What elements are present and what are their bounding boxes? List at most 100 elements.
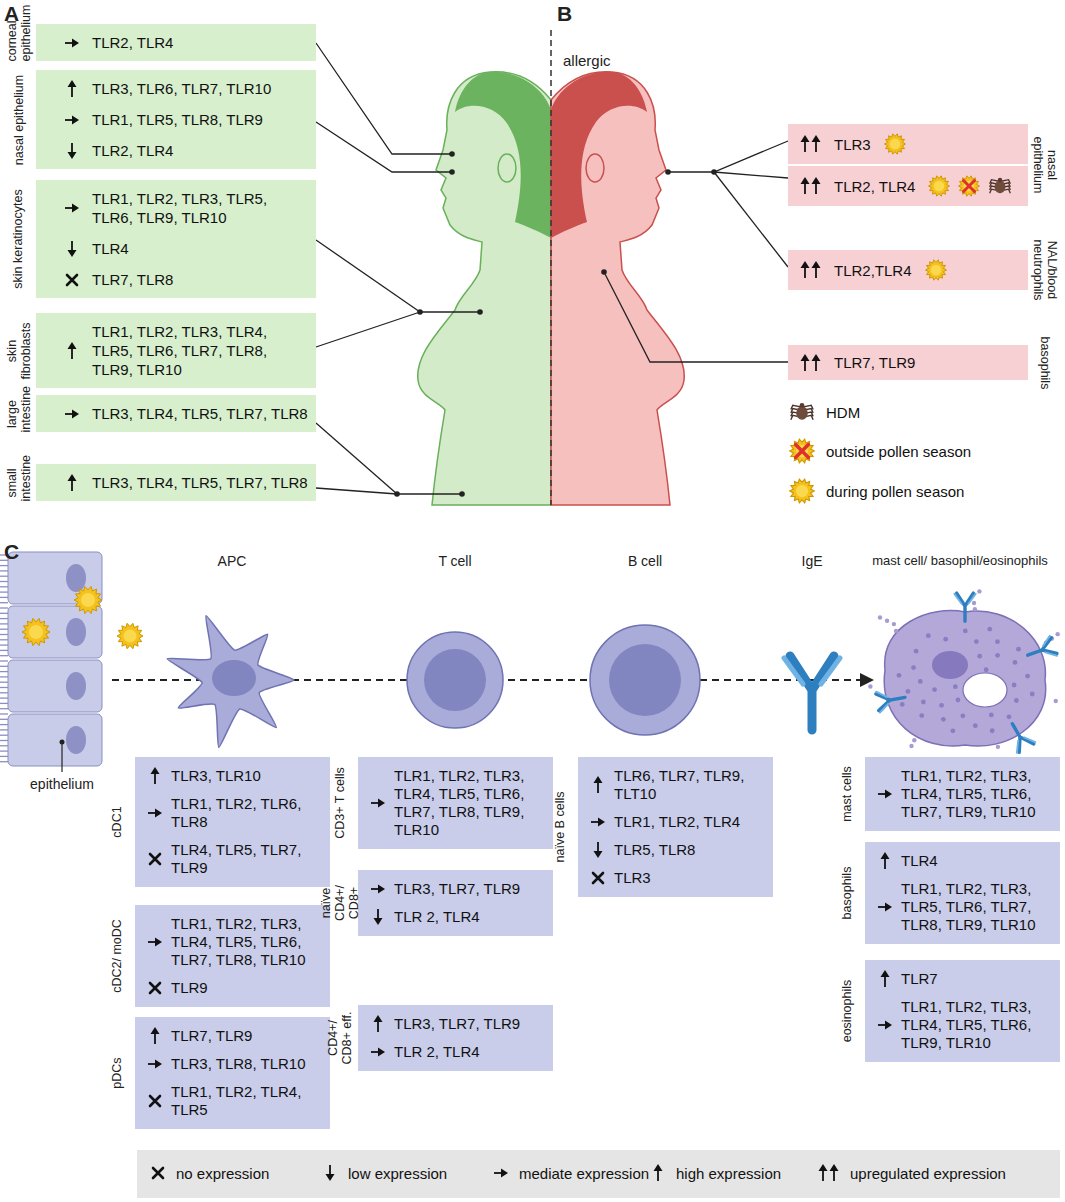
ige-antibody (784, 656, 840, 730)
expression-symbol (150, 1164, 166, 1182)
expression-box: NAL/blood neutrophilsTLR2,TLR4 (788, 250, 1028, 290)
expression-row: TLR9 (135, 974, 330, 1002)
expression-symbol (64, 142, 80, 160)
pollen-grains (22, 586, 143, 648)
b-cell (590, 625, 700, 735)
legend-item: no expression (150, 1164, 269, 1182)
expression-symbol (147, 850, 163, 868)
expression-row: TLR 2, TLR4 (358, 1038, 553, 1066)
expression-row: TLR3 (788, 124, 1028, 164)
legend-text: during pollen season (826, 483, 964, 500)
tissue-label: eosinophils (840, 960, 854, 1062)
tlr-list: TLR1, TLR2, TLR3, TLR5, TLR6, TLR9, TLR1… (92, 189, 310, 227)
tissue-label: mast cells (840, 757, 854, 831)
tlr-list: TLR7, TLR8 (92, 270, 173, 289)
expression-box: nasal epitheliumTLR3, TLR6, TLR7, TLR10T… (36, 70, 316, 169)
expression-symbol (64, 405, 80, 423)
expression-row: TLR7, TLR9 (135, 1022, 330, 1050)
allergen-icon (788, 477, 816, 505)
tlr-list: TLR3 (834, 135, 871, 154)
legend-item: upregulated expression (818, 1164, 1006, 1182)
allergen-icon (788, 437, 816, 465)
expression-row: TLR 2, TLR4 (358, 903, 553, 931)
expression-symbol (64, 240, 80, 258)
expression-symbol (877, 852, 893, 870)
expression-row: TLR3, TLR7, TLR9 (358, 875, 553, 903)
legend-text: low expression (348, 1165, 447, 1182)
expression-symbol (590, 776, 606, 794)
tlr-list: TLR2,TLR4 (834, 261, 912, 280)
tissue-label: pDCs (110, 1017, 124, 1129)
expression-symbol (64, 271, 80, 289)
expression-row: TLR1, TLR2, TLR3, TLR4, TLR5, TLR6, TLR7… (135, 910, 330, 974)
allergic-silhouette (551, 72, 684, 505)
cell-label: allergic (563, 52, 611, 69)
tissue-label: skin keratinocytes (11, 180, 25, 298)
expression-row: TLR1, TLR2, TLR3, TLR4, TLR5, TLR6, TLR9… (865, 993, 1060, 1057)
tissue-label: naïve B cells (553, 757, 567, 897)
expression-row: TLR1, TLR2, TLR3, TLR4, TLR5, TLR6, TLR7… (36, 316, 316, 385)
expression-row: TLR2, TLR4 (36, 27, 316, 58)
expression-row: TLR3, TLR4, TLR5, TLR7, TLR8 (36, 398, 316, 429)
tlr-list: TLR7 (901, 970, 938, 988)
legend-text: no expression (176, 1165, 269, 1182)
allergen-icon (788, 398, 816, 426)
legend-item: HDM (788, 398, 860, 426)
legend-item: outside pollen season (788, 437, 971, 465)
expression-box: small intestineTLR3, TLR4, TLR5, TLR7, T… (36, 464, 316, 501)
allergen-icon (883, 132, 907, 156)
expression-row: TLR1, TLR2, TLR3, TLR4, TLR5, TLR6, TLR7… (358, 762, 553, 844)
expression-box: cDC1TLR3, TLR10TLR1, TLR2, TLR6, TLR8TLR… (135, 757, 330, 887)
expression-symbol (877, 1016, 893, 1034)
legend-text: mediate expression (519, 1165, 649, 1182)
tissue-label: NAL/blood neutrophils (1031, 228, 1059, 312)
expression-row: TLR3, TLR7, TLR9 (358, 1010, 553, 1038)
legend-text: high expression (676, 1165, 781, 1182)
tlr-list: TLR1, TLR2, TLR3, TLR4, TLR5, TLR6, TLR7… (92, 322, 310, 379)
expression-row: TLR2,TLR4 (788, 250, 1028, 290)
tissue-label: CD4+/ CD8+ eff. (326, 1005, 354, 1071)
cell-label: mast cell/ basophil/eosinophils (872, 553, 1048, 568)
expression-row: TLR7, TLR9 (788, 345, 1028, 380)
expression-symbol (147, 933, 163, 951)
panel-letter: C (4, 540, 19, 564)
expression-box: nasal epitheliumTLR3TLR2, TLR4 (788, 124, 1028, 206)
legend-text: upregulated expression (850, 1165, 1006, 1182)
legend-item: high expression (650, 1164, 781, 1182)
cell-label: B cell (628, 553, 662, 569)
expression-box: basophilsTLR7, TLR9 (788, 345, 1028, 380)
expression-row: TLR6, TLR7, TLR9, TLT10 (578, 762, 773, 808)
tissue-label: basophils (840, 842, 854, 944)
allergen-icon (924, 258, 948, 282)
expression-row: TLR4 (36, 233, 316, 264)
expression-symbol (147, 804, 163, 822)
expression-box: pDCsTLR7, TLR9TLR3, TLR8, TLR10TLR1, TLR… (135, 1017, 330, 1129)
tlr-list: TLR9 (171, 979, 208, 997)
cell-label: epithelium (30, 776, 94, 792)
expression-row: TLR1, TLR2, TLR3, TLR5, TLR6, TLR9, TLR1… (36, 183, 316, 233)
divider (550, 30, 552, 505)
expression-row: TLR1, TLR5, TLR8, TLR9 (36, 104, 316, 135)
expression-symbol (147, 1027, 163, 1045)
expression-symbol (64, 80, 80, 98)
legend-item: during pollen season (788, 477, 964, 505)
expression-symbol (322, 1164, 338, 1182)
expression-row: TLR3, TLR6, TLR7, TLR10 (36, 73, 316, 104)
expression-symbol (590, 869, 606, 887)
expression-symbol (370, 794, 386, 812)
tlr-list: TLR2, TLR4 (92, 33, 173, 52)
expression-box: basophilsTLR4TLR1, TLR2, TLR3, TLR5, TLR… (865, 842, 1060, 944)
expression-symbol (877, 898, 893, 916)
legend-item: low expression (322, 1164, 447, 1182)
expression-symbol (800, 354, 822, 372)
expression-row: TLR7, TLR8 (36, 264, 316, 295)
allergen-icon (927, 174, 951, 198)
tlr-list: TLR2, TLR4 (92, 141, 173, 160)
expression-box: mast cellsTLR1, TLR2, TLR3, TLR4, TLR5, … (865, 757, 1060, 831)
expression-row: TLR3 (578, 864, 773, 892)
panel-letter: B (557, 2, 572, 26)
expression-symbol (800, 261, 822, 279)
tlr-list: TLR3, TLR8, TLR10 (171, 1055, 306, 1073)
tlr-list: TLR1, TLR2, TLR3, TLR4, TLR5, TLR6, TLR9… (901, 998, 1054, 1052)
